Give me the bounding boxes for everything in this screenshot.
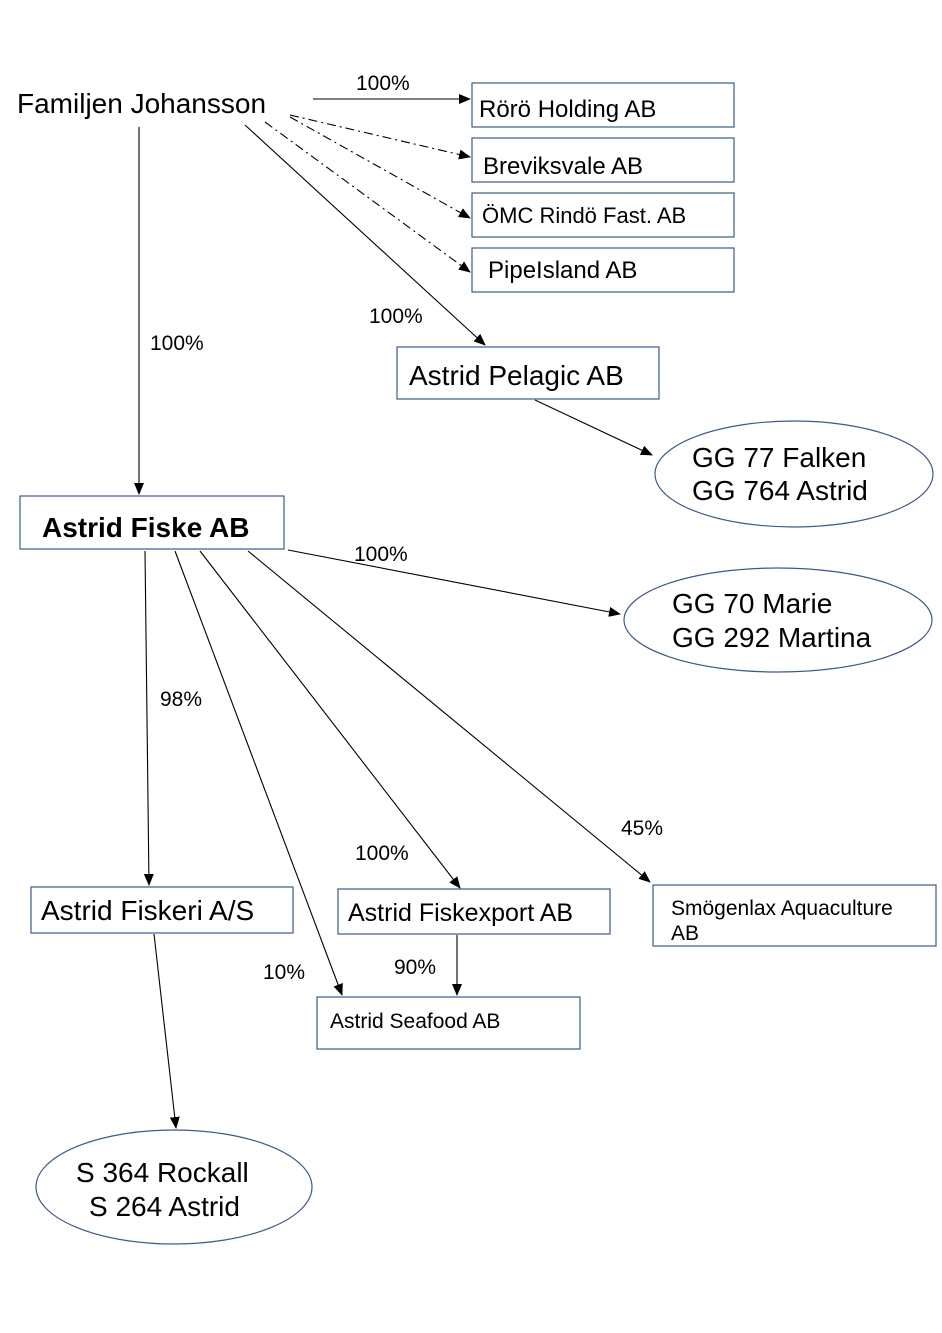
- node-breviksvale-box: [471, 137, 735, 183]
- node-omc-rindo: ÖMC Rindö Fast. AB: [482, 203, 686, 228]
- node-fiske-box: [19, 495, 285, 550]
- node-smogenlax-box: [652, 884, 937, 947]
- node-rockall-line2: S 264 Astrid: [89, 1191, 240, 1222]
- node-marie-line2: GG 292 Martina: [672, 622, 872, 653]
- node-rockall-oval: [35, 1129, 313, 1245]
- node-roro-holding: Rörö Holding AB: [479, 96, 656, 123]
- node-fiskeri-box: [30, 886, 294, 934]
- node-astrid-fiske: Astrid Fiske AB: [42, 512, 249, 543]
- node-omc-box: [471, 192, 735, 238]
- node-fiskexport-box: [337, 888, 611, 935]
- node-pipeisland: PipeIsland AB: [488, 257, 637, 284]
- node-familjen-johansson: Familjen Johansson: [17, 88, 266, 119]
- label-familjen-fiske: 100%: [150, 332, 204, 355]
- node-pelagic-box: [396, 346, 660, 400]
- label-familjen-pelagic: 100%: [369, 305, 423, 328]
- node-astrid-seafood: Astrid Seafood AB: [330, 1010, 500, 1033]
- node-astrid-pelagic: Astrid Pelagic AB: [409, 360, 624, 391]
- edge-fiske-marie: [287, 549, 621, 617]
- edge-fiske-fiskeri: [143, 550, 154, 886]
- edge-pelagic-falken: [534, 399, 653, 456]
- node-marie-oval: [623, 567, 933, 673]
- edge-familjen-pipeisland: [264, 121, 471, 273]
- label-fiske-fiskexport: 100%: [355, 842, 409, 865]
- node-rockall-line1: S 364 Rockall: [76, 1157, 249, 1188]
- node-astrid-fiskexport: Astrid Fiskexport AB: [348, 899, 573, 927]
- node-pipeisland-box: [471, 247, 735, 293]
- label-fiske-seafood: 10%: [263, 961, 305, 984]
- edge-fiske-smogenlax: [247, 550, 651, 883]
- node-smogenlax-line2: AB: [671, 922, 699, 945]
- label-fiskexport-seafood: 90%: [394, 956, 436, 979]
- node-seafood-box: [316, 996, 581, 1050]
- edge-fiskeri-rockall: [153, 933, 180, 1129]
- edge-familjen-pelagic: [244, 124, 486, 346]
- edge-familjen-omc: [289, 116, 471, 219]
- node-falken-oval: [654, 420, 934, 528]
- node-roro-box: [471, 82, 735, 128]
- node-breviksvale: Breviksvale AB: [483, 153, 643, 180]
- node-falken-line2: GG 764 Astrid: [692, 475, 868, 506]
- node-falken-line1: GG 77 Falken: [692, 442, 866, 473]
- label-fiske-marie: 100%: [354, 543, 408, 566]
- node-marie-line1: GG 70 Marie: [672, 588, 832, 619]
- label-fiske-fiskeri: 98%: [160, 688, 202, 711]
- edge-familjen-breviksvale: [289, 114, 471, 160]
- edge-fiske-seafood: [174, 550, 343, 996]
- node-astrid-fiskeri: Astrid Fiskeri A/S: [41, 895, 254, 926]
- node-smogenlax-line1: Smögenlax Aquaculture: [671, 897, 893, 920]
- edge-fiske-fiskexport: [199, 550, 461, 889]
- label-familjen-roro: 100%: [356, 72, 410, 95]
- label-fiske-smogenlax: 45%: [621, 817, 663, 840]
